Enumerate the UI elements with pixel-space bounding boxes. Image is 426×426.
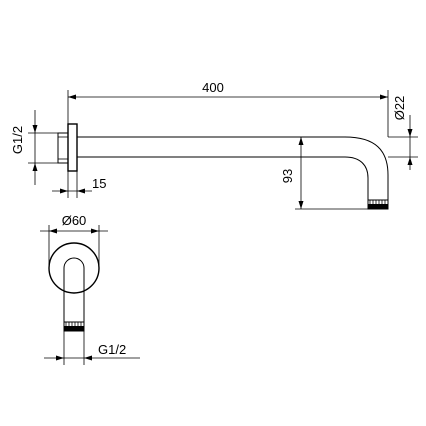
side-arm-tube (77, 136, 345, 158)
dim-rosette-diameter: Ø60 (40, 213, 108, 268)
front-outlet-thread (63, 321, 85, 332)
side-thread-stub (57, 132, 69, 164)
dim-drop: 93 (280, 136, 368, 210)
dim-front-thread-label: G1/2 (98, 342, 126, 357)
dim-flange: 15 (52, 171, 106, 198)
dim-tube-diameter: Ø22 (388, 96, 418, 170)
front-rosette (48, 242, 100, 294)
dim-length-label: 400 (202, 80, 224, 95)
side-flange (67, 123, 78, 172)
side-arm-elbow (344, 136, 389, 200)
dim-rosette-diameter-label: Ø60 (62, 213, 87, 228)
dim-side-thread: G1/2 (10, 110, 58, 185)
dim-front-thread: G1/2 (44, 331, 140, 365)
side-outlet-thread (367, 199, 389, 210)
front-arm (63, 257, 85, 322)
dim-flange-label: 15 (92, 176, 106, 191)
side-view: 400 Ø22 93 15 (10, 80, 418, 210)
dim-length: 400 (67, 80, 389, 137)
dim-side-thread-label: G1/2 (10, 126, 25, 154)
front-view: Ø60 G1/2 (40, 213, 140, 365)
dim-tube-diameter-label: Ø22 (392, 96, 407, 121)
dim-drop-label: 93 (280, 169, 295, 183)
